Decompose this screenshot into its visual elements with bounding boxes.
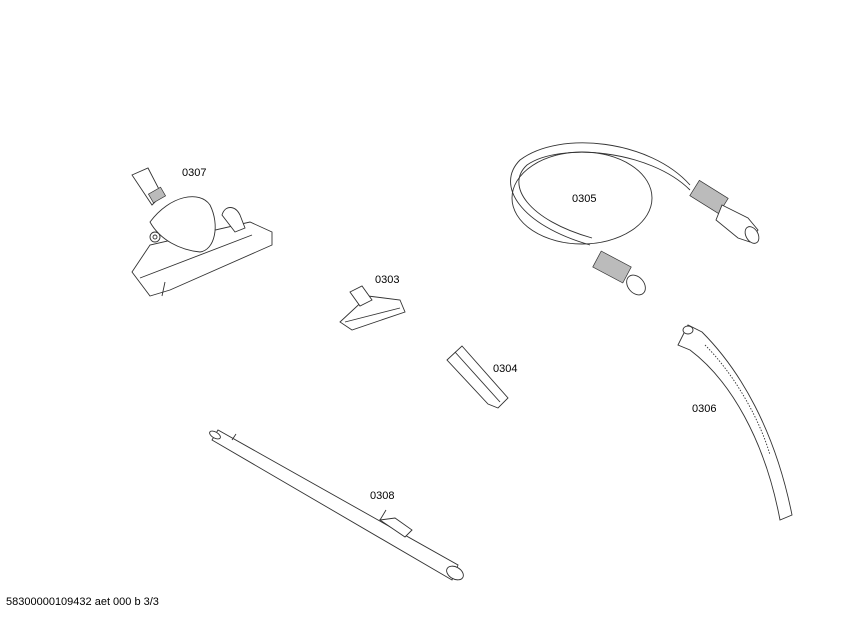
part-label-0304: 0304: [493, 363, 518, 375]
handle-drawing: [677, 324, 793, 521]
part-label-0308: 0308: [370, 490, 395, 502]
upholstery-nozzle-drawing: [339, 285, 406, 331]
part-label-0307: 0307: [182, 167, 207, 179]
crevice-nozzle-drawing: [446, 345, 509, 409]
part-label-0306: 0306: [692, 403, 717, 415]
tube-drawing: [209, 429, 464, 581]
floor-nozzle-drawing: [131, 167, 273, 297]
diagram-footer-code: 58300000109432 aet 000 b 3/3: [6, 596, 159, 608]
hose-drawing: [510, 142, 760, 296]
part-label-0305: 0305: [572, 193, 597, 205]
part-label-0303: 0303: [375, 274, 400, 286]
